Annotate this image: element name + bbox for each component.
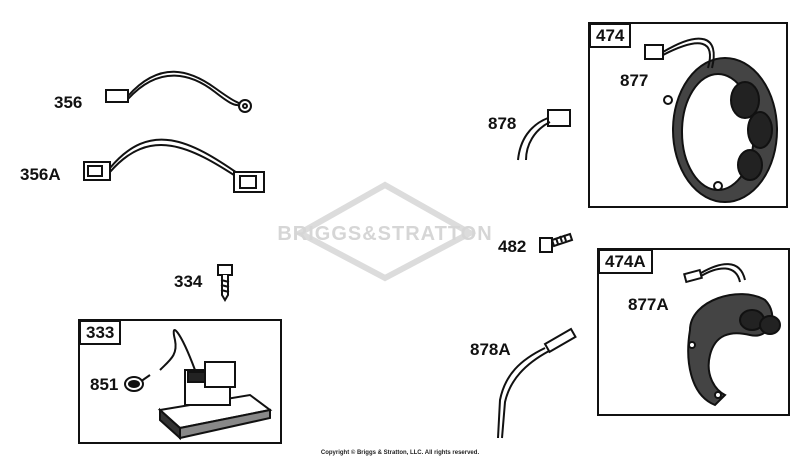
part-label-356a: 356A (20, 165, 61, 184)
part-label-356: 356 (54, 93, 83, 112)
assembly-frame-474 (588, 22, 788, 208)
part-label-878a: 878A (470, 340, 511, 359)
copyright-notice: Copyright © Briggs & Stratton, LLC. All … (320, 450, 480, 456)
part-878a-lead (497, 327, 577, 439)
part-474-stator (644, 37, 778, 203)
part-333-armature (124, 329, 273, 441)
part-label-482: 482 (498, 237, 527, 256)
part-482-bolt (539, 232, 574, 253)
part-label-877: 877 (620, 71, 649, 90)
part-356-wire (105, 70, 252, 113)
part-474a-stator (683, 263, 781, 407)
part-356a-wire (83, 138, 265, 193)
assembly-label-333: 333 (79, 320, 122, 345)
part-label-878: 878 (488, 114, 517, 133)
brand-watermark: BRIGGS&STRATTON (277, 181, 492, 282)
part-334-screw (217, 264, 233, 302)
part-label-877a: 877A (628, 295, 669, 314)
assembly-label-474a: 474A (598, 249, 653, 274)
assembly-frame-333 (78, 319, 282, 444)
svg-text:BRIGGS&STRATTON: BRIGGS&STRATTON (277, 223, 492, 245)
part-label-334: 334 (174, 272, 203, 291)
part-label-851: 851 (90, 375, 119, 394)
part-878-terminal (517, 109, 571, 161)
assembly-label-474: 474 (589, 23, 632, 48)
assembly-frame-474a (597, 248, 790, 416)
